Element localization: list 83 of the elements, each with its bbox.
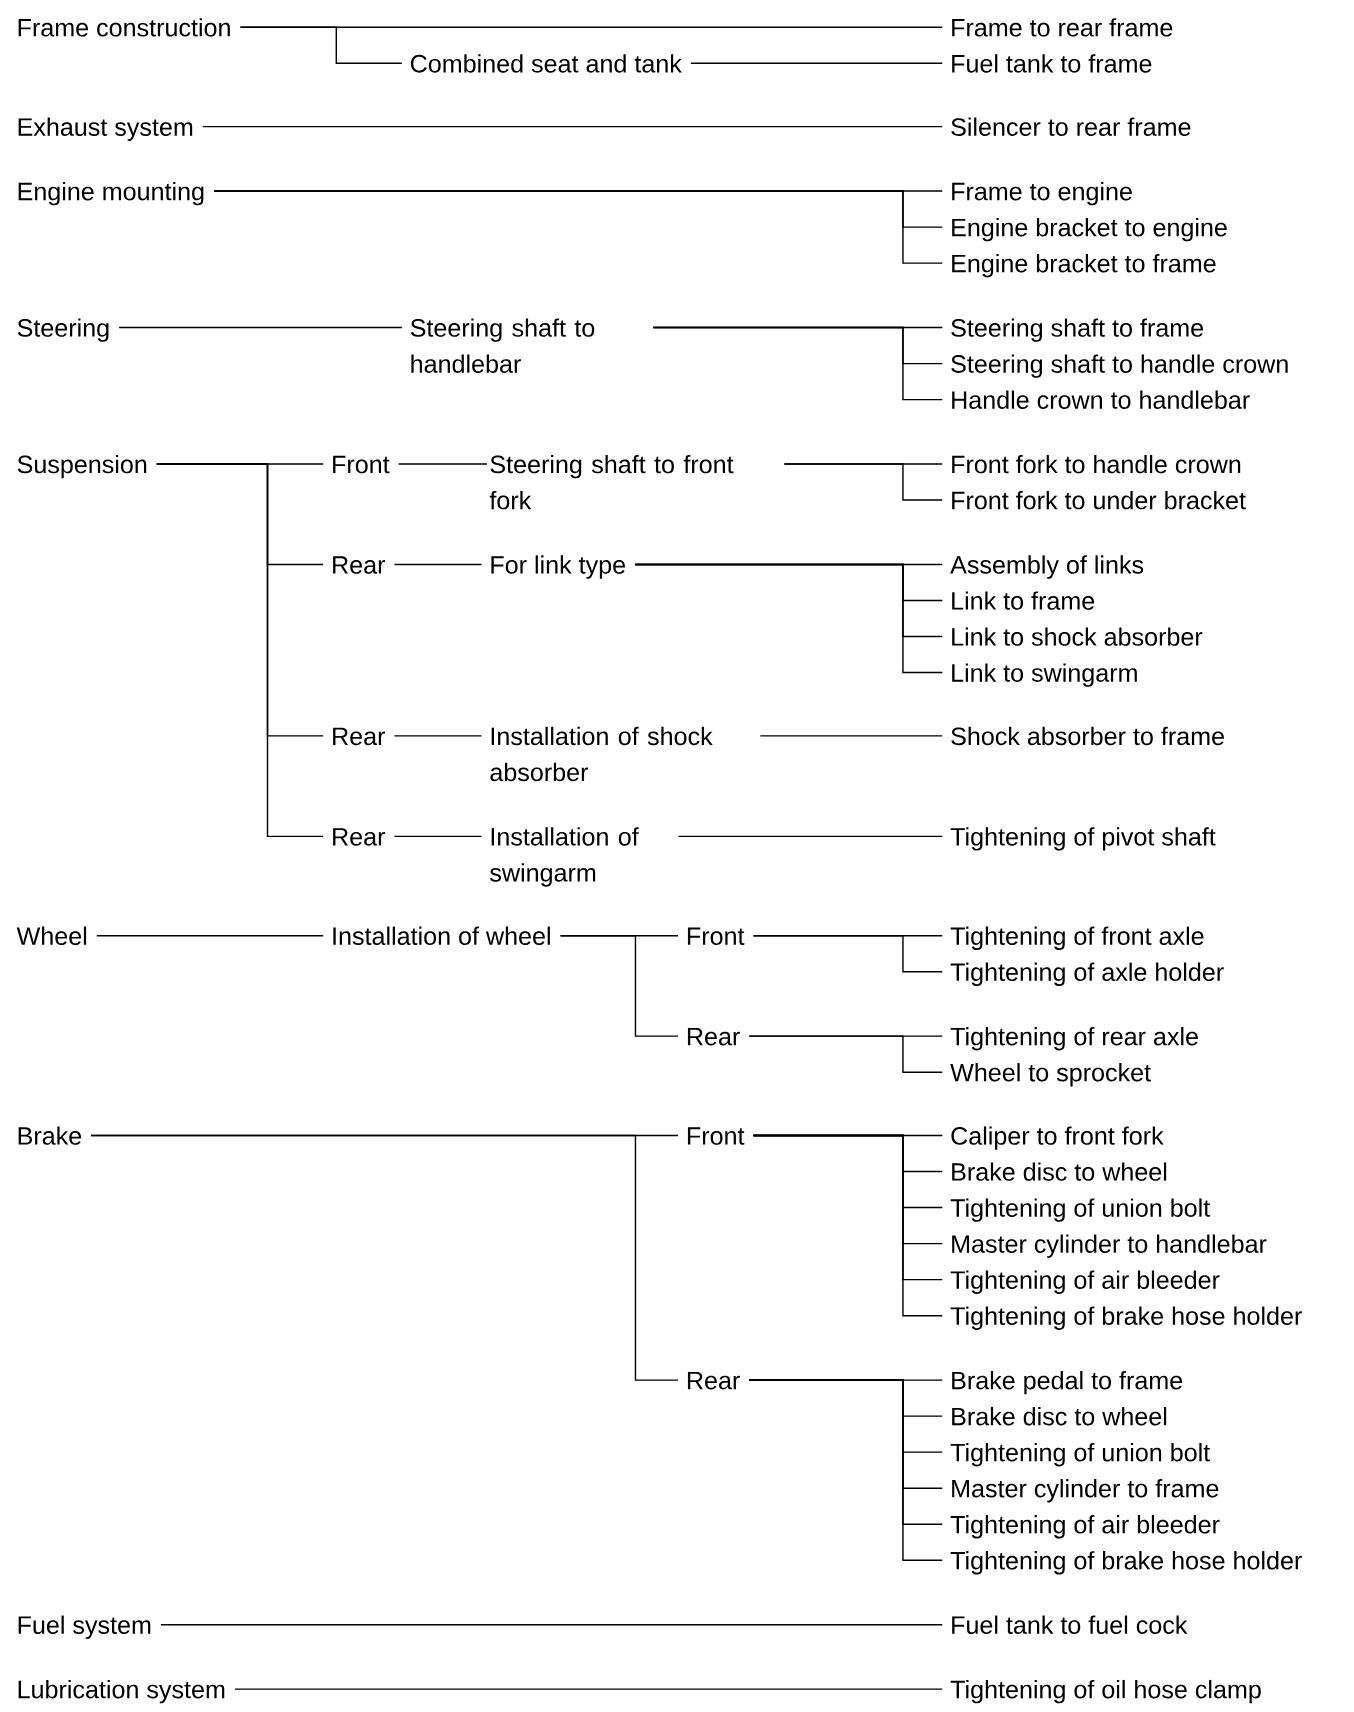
- item-label: Tightening of oil hose clamp: [950, 1679, 1261, 1704]
- category-label: Wheel: [16, 926, 87, 945]
- connector-line: [393, 563, 483, 566]
- item-label: Tightening of axle holder: [950, 962, 1224, 986]
- connector-line: [239, 26, 403, 65]
- item-label: Engine bracket to engine: [952, 217, 1227, 242]
- subcategory-label: Rear: [688, 1027, 740, 1046]
- category-label: Lubrication system: [18, 1679, 225, 1704]
- connector-line: [202, 125, 944, 128]
- item-label: Tightening of brake hose holder: [950, 1306, 1302, 1330]
- item-label: Fuel tank to fuel cock: [952, 1615, 1188, 1634]
- subcategory-label: Combined seat and tank: [411, 54, 682, 73]
- category-label: Exhaust system: [18, 117, 193, 141]
- item-label: Shock absorber to frame: [951, 726, 1224, 746]
- subcategory-label: Installation of swingarm: [490, 827, 639, 887]
- subcategory-label: Front: [688, 927, 745, 945]
- item-label: Brake disc to wheel: [952, 1162, 1167, 1181]
- item-label: Caliper to front fork: [951, 1126, 1164, 1150]
- connector-line: [783, 463, 944, 501]
- connector-line: [118, 326, 403, 329]
- connector-line: [752, 935, 944, 973]
- item-label: Steering shaft to frame: [951, 318, 1204, 342]
- item-label: Tightening of union bolt: [950, 1198, 1211, 1222]
- item-label: Frame to rear frame: [952, 18, 1173, 37]
- connector-line: [752, 1134, 944, 1317]
- category-label: Steering: [17, 318, 109, 342]
- item-label: Tightening of union bolt: [950, 1443, 1211, 1467]
- connector-line: [234, 1688, 944, 1690]
- connector-line: [748, 1035, 944, 1073]
- connector-line: [213, 190, 944, 264]
- item-label: Frame to engine: [952, 181, 1132, 206]
- connector-line: [677, 835, 944, 838]
- category-label: Brake: [18, 1126, 82, 1145]
- subcategory-label: Installation of wheel: [333, 926, 550, 945]
- item-label: Master cylinder to handlebar: [952, 1234, 1267, 1258]
- connector-line: [160, 1623, 944, 1626]
- connector-line: [652, 326, 944, 401]
- item-label: Tightening of rear axle: [950, 1027, 1198, 1051]
- item-label: Link to swingarm: [952, 663, 1137, 687]
- connector-line: [393, 835, 483, 838]
- connector-line: [96, 935, 324, 937]
- connector-line: [748, 1379, 944, 1561]
- connector-line: [90, 1134, 679, 1381]
- item-label: Engine bracket to frame: [952, 254, 1216, 278]
- subcategory-label: Rear: [333, 727, 386, 746]
- connector-line: [559, 935, 679, 1037]
- category-label: Fuel system: [18, 1615, 151, 1639]
- item-label: Link to frame: [952, 591, 1095, 610]
- subcategory-label: Rear: [688, 1371, 740, 1390]
- connector-line: [393, 735, 483, 737]
- subcategory-label: Rear: [333, 828, 386, 846]
- item-label: Silencer to rear frame: [951, 117, 1191, 136]
- item-label: Tightening of brake hose holder: [950, 1551, 1302, 1575]
- item-label: Fuel tank to frame: [952, 54, 1152, 73]
- connector-line: [156, 463, 324, 838]
- item-label: Link to shock absorber: [952, 627, 1203, 646]
- item-label: Front fork to handle crown: [952, 454, 1241, 474]
- category-label: Frame construction: [18, 18, 230, 37]
- connector-line: [759, 735, 944, 737]
- item-label: Tightening of air bleeder: [950, 1270, 1220, 1294]
- subcategory-label: Steering shaft to front fork: [489, 454, 734, 510]
- subcategory-label: Front: [333, 455, 390, 474]
- item-label: Handle crown to handlebar: [952, 390, 1250, 409]
- subcategory-label: Front: [688, 1127, 745, 1145]
- connector-line: [690, 62, 944, 65]
- category-label: Engine mounting: [18, 181, 204, 206]
- item-label: Brake pedal to frame: [952, 1370, 1183, 1395]
- item-label: Master cylinder to frame: [952, 1479, 1219, 1503]
- item-label: Front fork to under bracket: [952, 490, 1246, 510]
- connector-line: [397, 463, 488, 465]
- item-label: Tightening of pivot shaft: [950, 827, 1216, 851]
- item-label: Brake disc to wheel: [952, 1407, 1167, 1426]
- category-label: Suspension: [17, 454, 147, 479]
- subcategory-label: Installation of shock absorber: [490, 726, 713, 782]
- connector-line: [634, 563, 944, 674]
- subcategory-label: Steering shaft to handlebar: [410, 318, 595, 373]
- item-label: Assembly of links: [950, 555, 1144, 579]
- item-label: Tightening of front axle: [950, 926, 1204, 950]
- item-label: Wheel to sprocket: [950, 1063, 1151, 1087]
- subcategory-label: Rear: [333, 556, 386, 574]
- item-label: Steering shaft to handle crown: [951, 354, 1288, 378]
- subcategory-label: For link type: [491, 555, 626, 579]
- item-label: Tightening of air bleeder: [950, 1515, 1220, 1539]
